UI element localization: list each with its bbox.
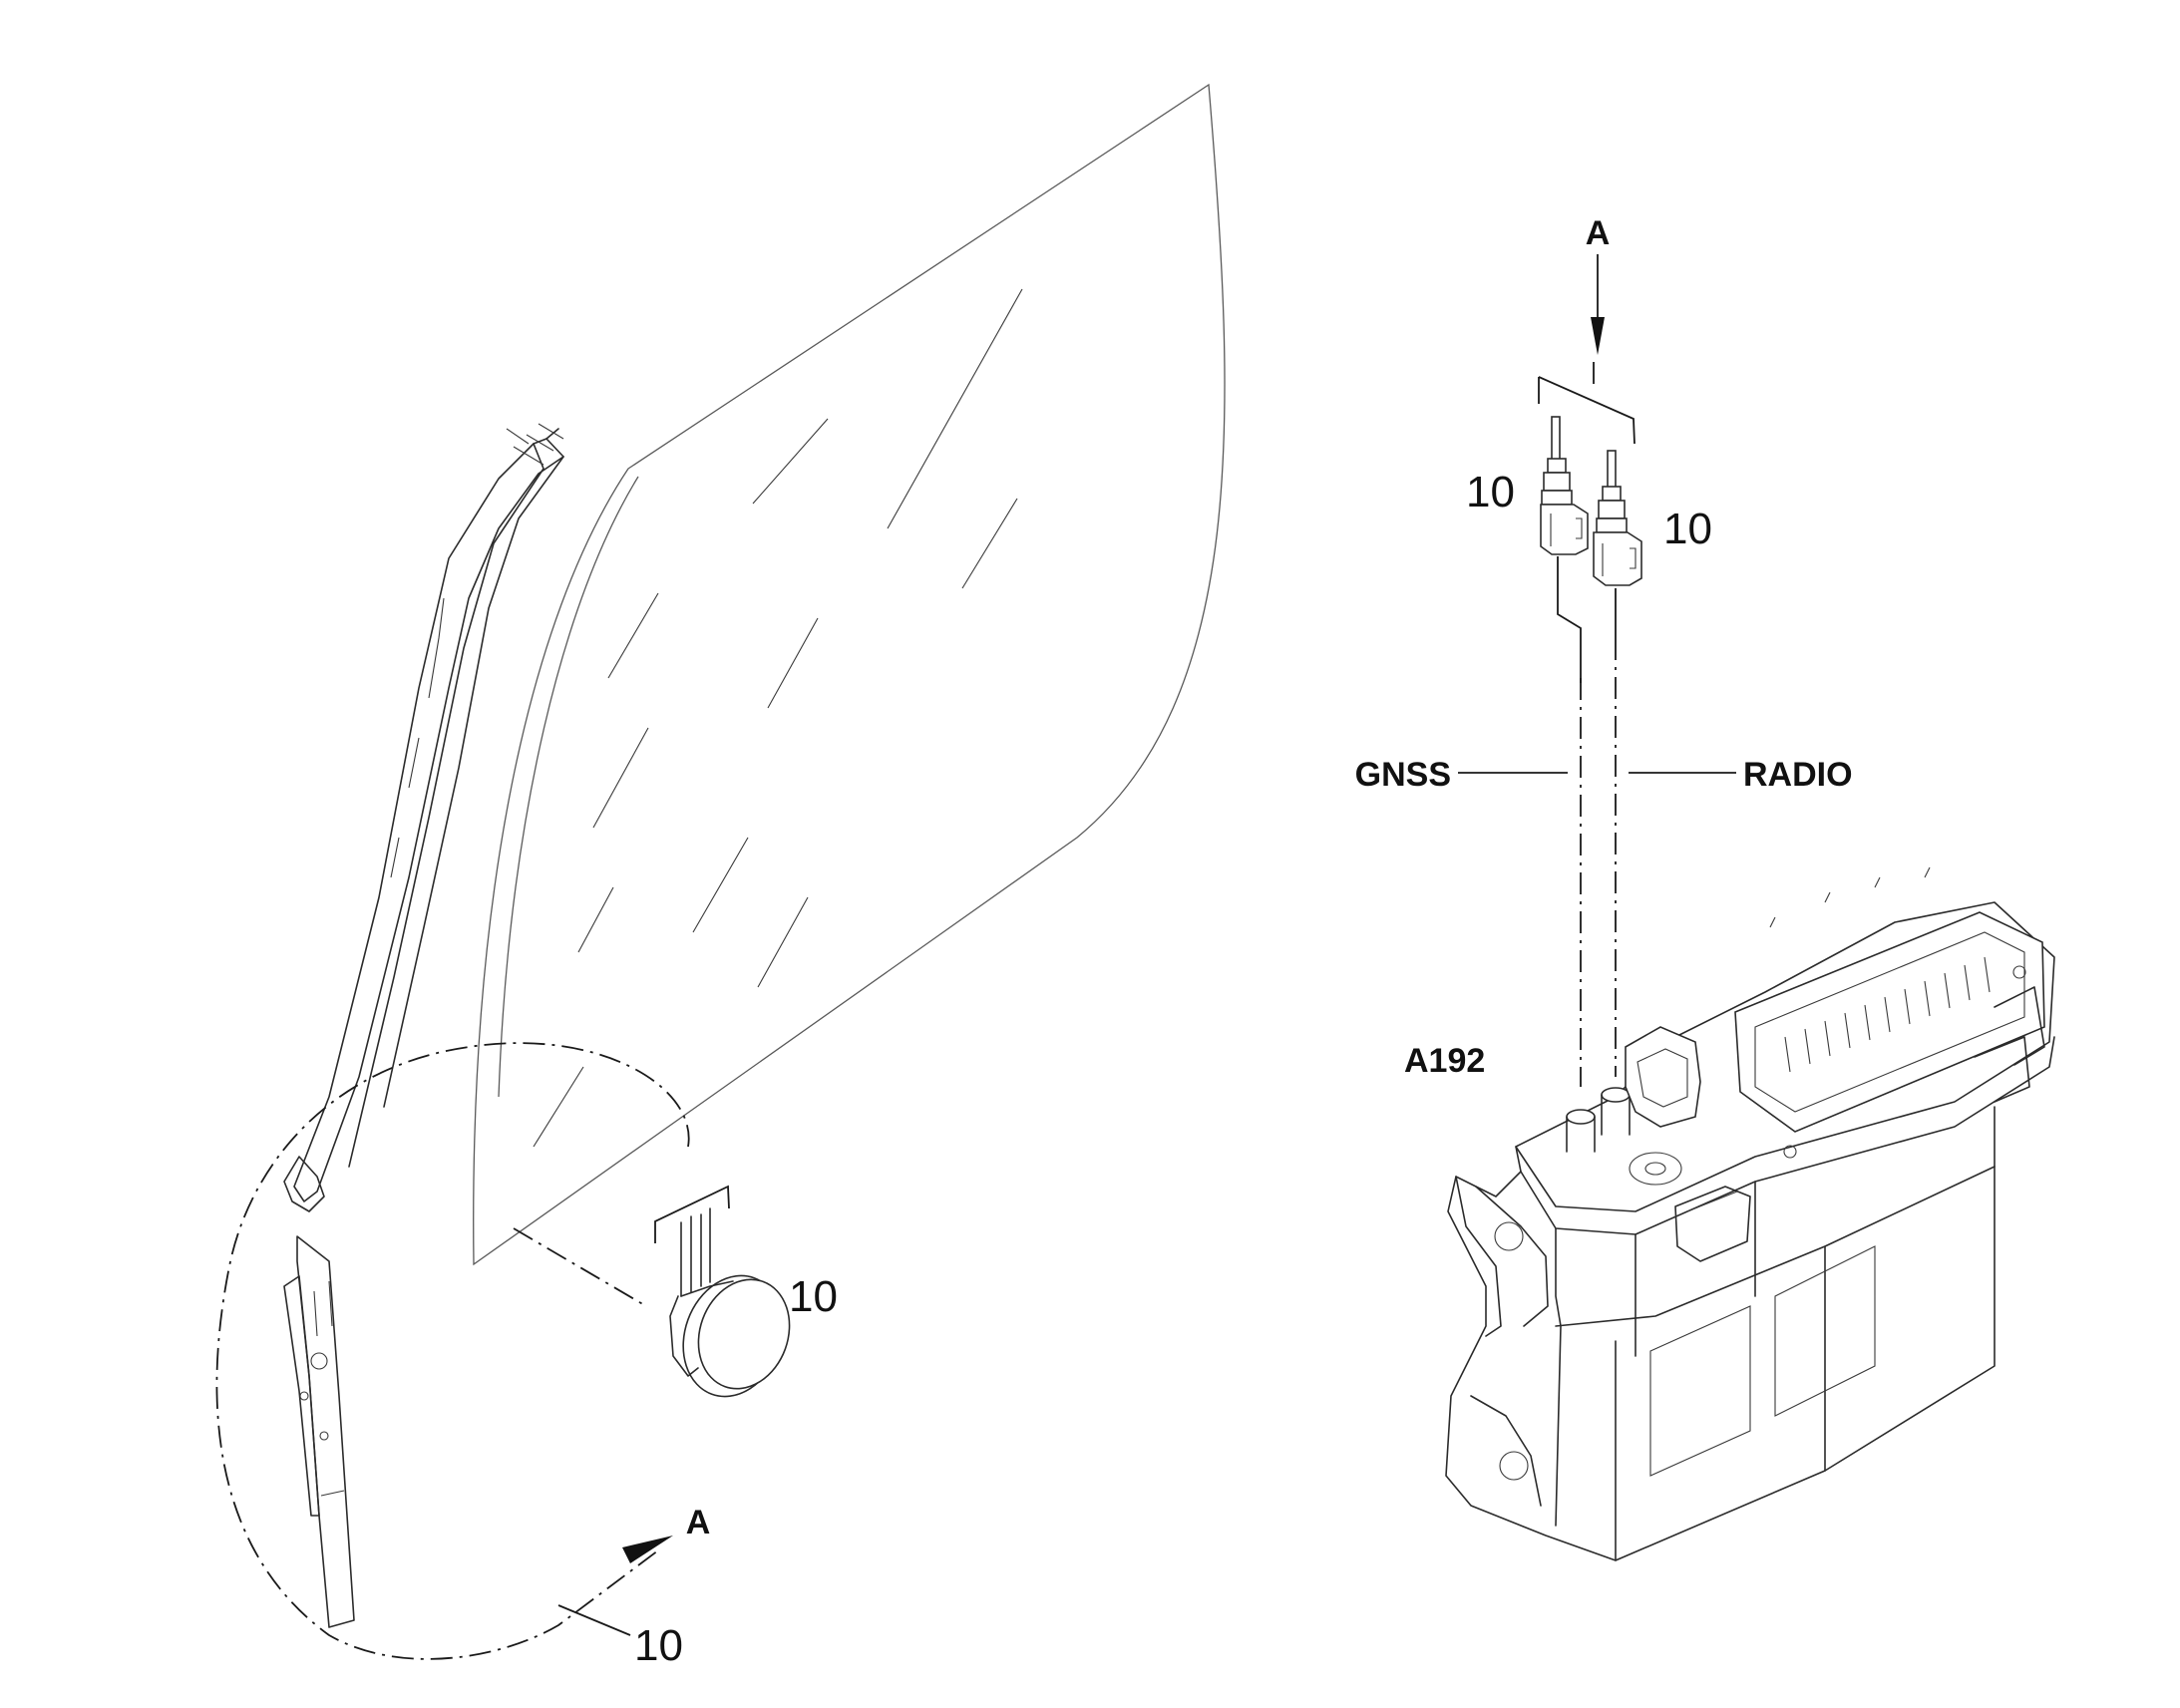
- view-a-bottom-label: A: [686, 1504, 711, 1541]
- module-label: A192: [1404, 1042, 1485, 1080]
- window-glass: [473, 83, 1226, 1266]
- view-arrow-bottom: [622, 1536, 673, 1563]
- module-a192: [1445, 866, 2055, 1561]
- glass-antenna: [513, 1185, 791, 1398]
- detail-outline: [215, 1042, 690, 1660]
- callout-10-pillar: 10: [634, 1621, 683, 1670]
- callout-10-antenna: 10: [789, 1272, 838, 1321]
- radio-label: RADIO: [1743, 756, 1853, 794]
- coax-connector-left: [1540, 416, 1589, 683]
- view-a-top-label: A: [1586, 214, 1611, 252]
- pillar-trim: [283, 423, 564, 1628]
- connector-bracket: [1538, 362, 1635, 445]
- gnss-label: GNSS: [1355, 756, 1451, 794]
- callout-10-connector-left: 10: [1466, 468, 1515, 516]
- callout-10-connector-right: 10: [1663, 505, 1712, 553]
- view-arrow-top: [1591, 254, 1605, 355]
- coax-connector-right: [1593, 450, 1642, 638]
